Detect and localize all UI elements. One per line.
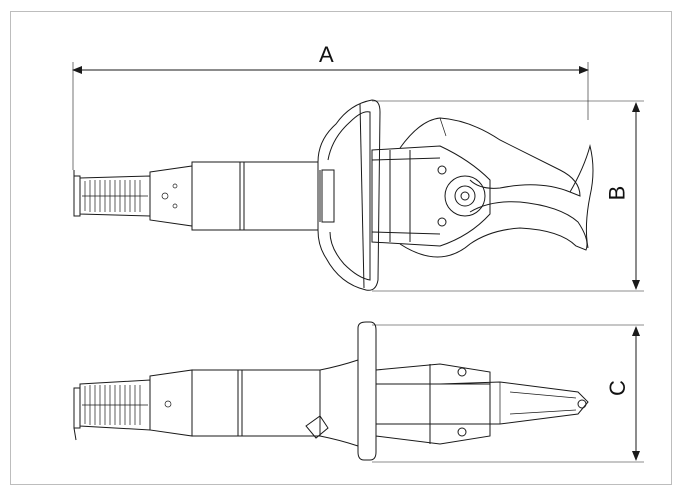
dimension-a xyxy=(72,62,589,170)
dimension-b xyxy=(372,100,644,292)
dimension-b-label: B xyxy=(604,185,630,201)
tool-top-view xyxy=(73,321,589,461)
tool-side-view xyxy=(73,99,594,291)
dimension-a-label: A xyxy=(319,42,334,67)
dimension-c-label: C xyxy=(604,380,630,396)
dimension-c xyxy=(372,324,644,463)
